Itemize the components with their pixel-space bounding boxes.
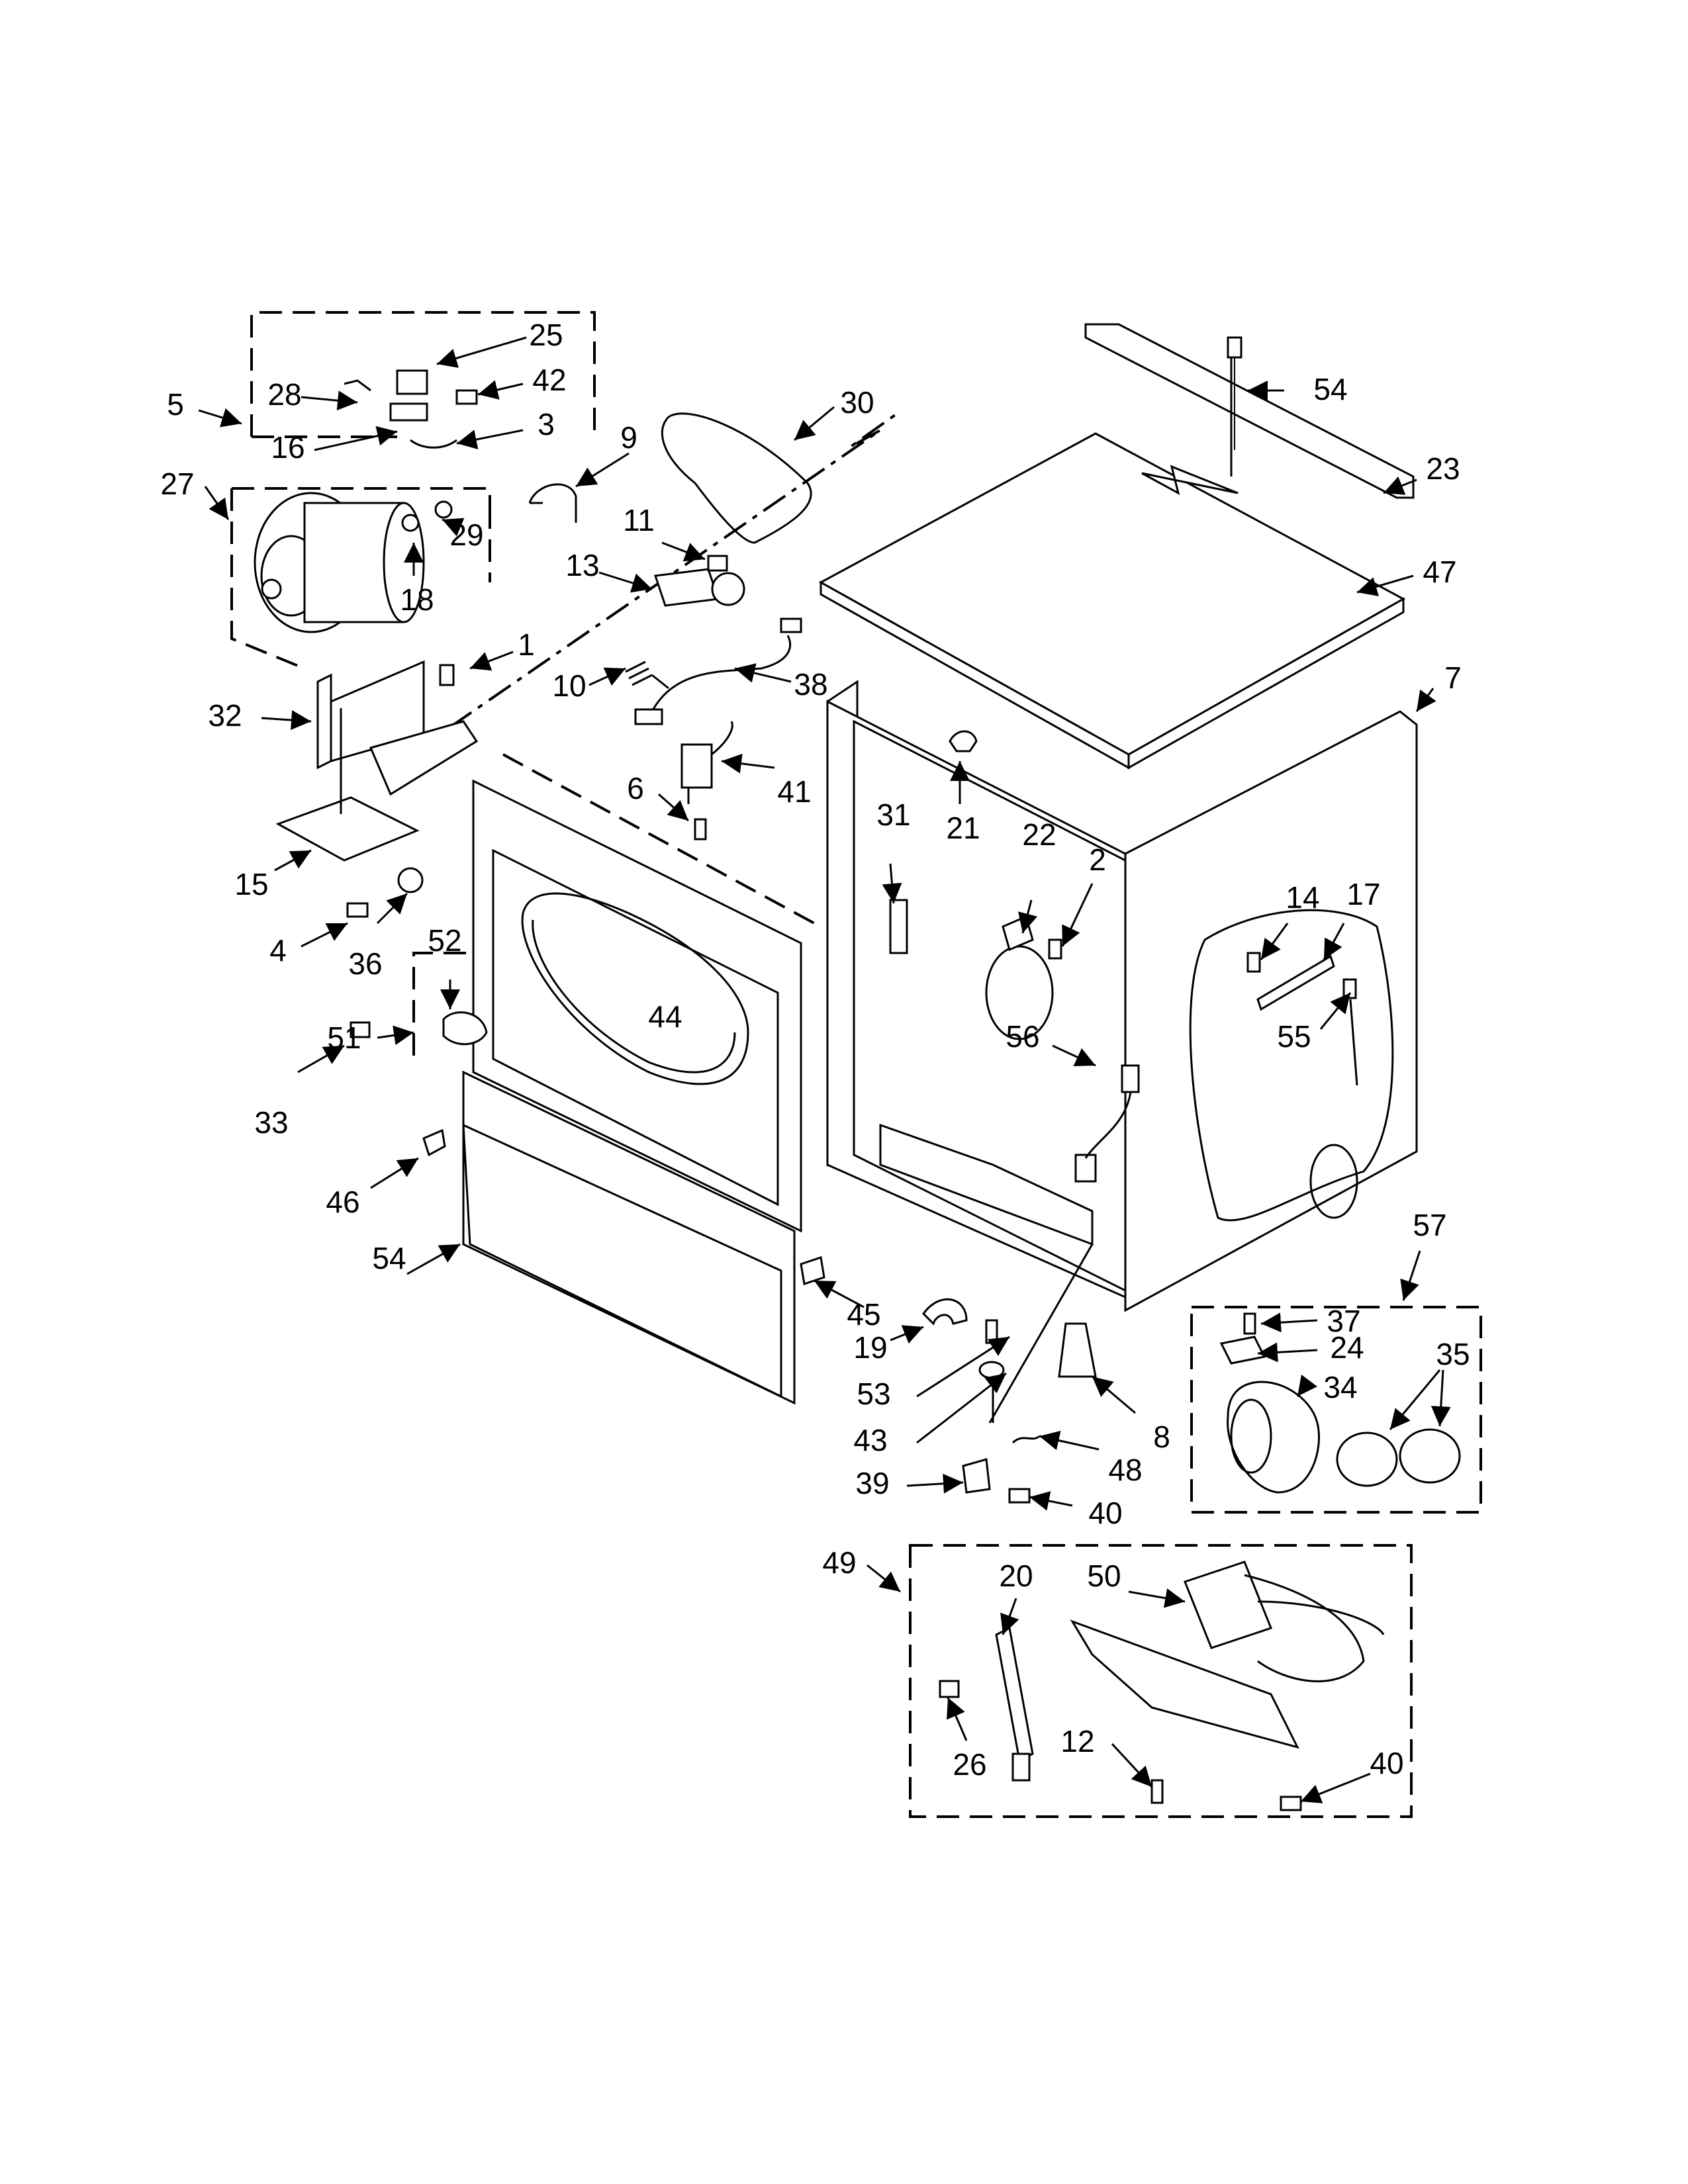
callout-2: 2 [1089, 842, 1106, 877]
callout-24: 24 [1330, 1330, 1364, 1365]
cabinet-small-parts [949, 336, 1358, 1183]
fasteners-bottom [922, 1244, 1097, 1504]
callout-35: 35 [1436, 1337, 1470, 1371]
callout-31: 31 [876, 797, 910, 832]
idler-spring [625, 660, 669, 690]
motor-harness [634, 617, 802, 725]
callout-18: 18 [400, 582, 434, 617]
callout-32: 32 [208, 698, 242, 733]
group-box-51 [412, 952, 470, 1056]
callout-3: 3 [538, 407, 555, 441]
callout-9: 9 [620, 420, 637, 455]
callout-43: 43 [853, 1423, 887, 1457]
motor-mount [275, 660, 479, 862]
callout-15: 15 [234, 867, 268, 901]
drive-motor [254, 492, 453, 633]
callout-50: 50 [1087, 1559, 1121, 1593]
leader-lines [198, 336, 1451, 1803]
group-box-57 [1190, 1306, 1482, 1514]
exhaust-vent-parts [1219, 1312, 1461, 1494]
callout-17: 17 [1346, 877, 1380, 911]
callout-13: 13 [565, 548, 599, 582]
callout-11: 11 [623, 503, 655, 537]
callout-40-b: 40 [1370, 1746, 1403, 1780]
callout-39: 39 [855, 1466, 889, 1500]
idler-assembly [653, 555, 745, 607]
callout-30: 30 [840, 385, 874, 420]
callout-52: 52 [428, 923, 461, 958]
callout-34: 34 [1323, 1370, 1357, 1404]
callout-26: 26 [953, 1747, 986, 1782]
callout-22: 22 [1022, 817, 1056, 852]
callout-23: 23 [1426, 451, 1460, 486]
callout-5: 5 [167, 387, 184, 422]
callout-37: 37 [1327, 1304, 1360, 1338]
callout-47: 47 [1423, 555, 1456, 589]
drive-belt [661, 412, 812, 544]
callout-44: 44 [648, 999, 682, 1034]
callout-53: 53 [857, 1377, 890, 1411]
callout-33: 33 [254, 1105, 288, 1140]
toe-panel [422, 1070, 825, 1405]
callout-45: 45 [847, 1297, 880, 1332]
callout-48: 48 [1108, 1453, 1142, 1487]
cabinet [826, 680, 1418, 1312]
callout-42: 42 [532, 363, 566, 397]
callout-19: 19 [853, 1330, 887, 1365]
callout-56: 56 [1006, 1019, 1039, 1054]
front-panel [472, 779, 802, 1233]
callout-4: 4 [269, 933, 287, 968]
door-switch [680, 721, 733, 804]
callout-36: 36 [348, 946, 382, 981]
callout-51: 51 [327, 1021, 361, 1055]
callout-8: 8 [1153, 1420, 1170, 1454]
alignment-line [409, 412, 898, 756]
callout-21: 21 [946, 811, 980, 845]
callout-29: 29 [449, 518, 483, 552]
callout-6: 6 [627, 771, 644, 805]
callout-25: 25 [529, 318, 563, 352]
door-alignment-line [502, 753, 815, 925]
callout-16: 16 [271, 430, 305, 465]
callout-40-a: 40 [1088, 1496, 1122, 1530]
callout-7: 7 [1444, 660, 1462, 695]
callout-46: 46 [326, 1185, 359, 1219]
callout-49: 49 [822, 1545, 856, 1580]
callout-41: 41 [777, 774, 811, 809]
burner-assembly [939, 1561, 1385, 1811]
callout-labels: 5 25 28 42 16 3 30 9 27 18 29 11 13 1 10… [160, 318, 1470, 1782]
callout-27: 27 [160, 467, 194, 501]
callout-55: 55 [1277, 1019, 1311, 1054]
callout-57: 57 [1413, 1208, 1446, 1242]
callout-54-toe: 54 [372, 1241, 406, 1275]
callout-10: 10 [552, 668, 586, 703]
group-box-49 [909, 1544, 1413, 1818]
door-bracket [442, 1011, 488, 1046]
harness-clamp [528, 483, 577, 523]
callout-28: 28 [267, 377, 301, 412]
callout-1: 1 [518, 627, 535, 662]
top-panel [818, 432, 1406, 770]
callout-14: 14 [1286, 880, 1319, 915]
callout-12: 12 [1060, 1724, 1094, 1758]
motor-switch-parts [344, 369, 478, 449]
callout-54-rail: 54 [1313, 372, 1347, 406]
top-rail [1084, 323, 1415, 499]
callout-38: 38 [794, 667, 827, 702]
callout-20: 20 [999, 1559, 1033, 1593]
group-box-27 [230, 487, 491, 668]
fasteners-left [346, 664, 707, 1038]
